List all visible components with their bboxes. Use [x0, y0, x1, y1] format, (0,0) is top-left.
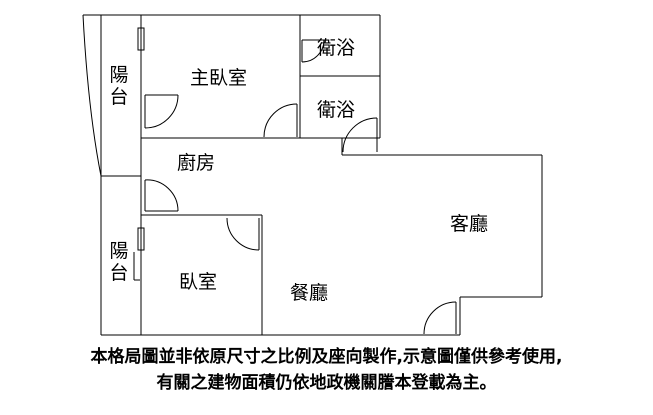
balcony-curve [82, 14, 102, 177]
room-label-balcony-top: 陽 台 [108, 64, 130, 108]
disclaimer-line-2: 有關之建物面積仍依地政機關謄本登載為主。 [156, 373, 497, 393]
disclaimer-line-1: 本格局圖並非依原尺寸之比例及座向製作,示意圖僅供參考使用, [90, 347, 563, 367]
room-label-balcony-bottom: 陽 台 [108, 240, 130, 284]
room-label-master-bedroom: 主臥室 [190, 67, 248, 89]
room-label-bath-2: 衛浴 [317, 99, 356, 121]
sliding-doors [133, 27, 145, 281]
room-label-bedroom: 臥室 [179, 271, 218, 293]
room-label-bath-1: 衛浴 [317, 37, 356, 59]
room-label-dining-room: 餐廳 [290, 282, 329, 304]
room-label-balcony-top-char-2: 台 [109, 86, 129, 108]
door-swings [144, 39, 457, 335]
room-label-living-room: 客廳 [450, 213, 489, 235]
room-label-balcony-bottom-char-1: 陽 [109, 240, 129, 262]
room-label-balcony-bottom-char-2: 台 [109, 262, 129, 284]
room-label-kitchen: 廚房 [177, 152, 216, 174]
floor-plan [82, 14, 543, 336]
walls [100, 14, 543, 336]
room-label-balcony-top-char-1: 陽 [109, 64, 129, 86]
